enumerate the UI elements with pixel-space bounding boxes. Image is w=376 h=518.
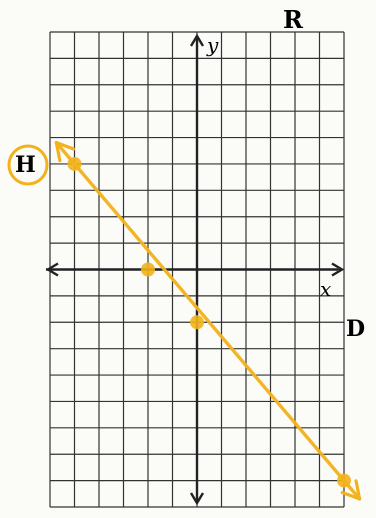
- label-h: H: [15, 152, 36, 178]
- x-axis-label: x: [320, 277, 331, 301]
- axes: [45, 33, 345, 506]
- plotted-point: [190, 315, 204, 330]
- line-stroke: [54, 140, 362, 501]
- x-axis-arrow-left: [45, 262, 59, 277]
- y-axis-arrow-down: [189, 492, 205, 506]
- label-d: D: [346, 316, 365, 342]
- highlighted-line: [7, 140, 362, 501]
- label-r: R: [283, 5, 304, 34]
- label-h-circle-mark: [7, 144, 49, 186]
- plotted-point: [67, 156, 82, 171]
- y-axis-arrow-up: [189, 33, 205, 47]
- plotted-point: [337, 473, 351, 488]
- line-arrow-end: [340, 479, 362, 501]
- plotted-point: [141, 262, 155, 277]
- x-axis-arrow-right: [331, 262, 345, 277]
- line-arrow-start: [54, 141, 76, 163]
- y-axis-label: y: [206, 33, 219, 57]
